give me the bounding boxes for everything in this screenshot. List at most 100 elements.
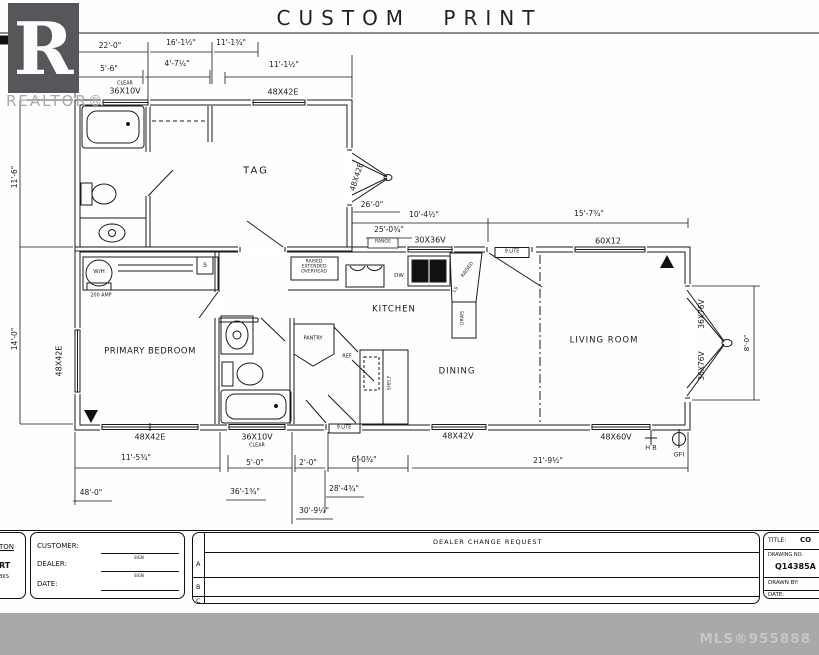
- water-heater-label: W/H: [93, 269, 105, 276]
- bathtub-bath2: [220, 389, 292, 424]
- room-living: LIVING ROOM: [569, 335, 639, 346]
- customer-sign-note: SIGN: [134, 555, 144, 560]
- dim-48-0: 48'-0": [79, 487, 103, 497]
- window-36x10v-top: 36X10V: [109, 86, 141, 96]
- window-36x10v-bottom: 36X10V: [241, 432, 273, 442]
- shelf-label: SHELF: [387, 375, 393, 391]
- realtor-logo: R: [8, 3, 79, 93]
- vanity-bath2: [220, 315, 254, 355]
- window-60x12: 60X12: [595, 236, 621, 246]
- door-36x76v-lower: 36X76V: [696, 351, 706, 381]
- dim-36-1: 36'-1¾": [230, 486, 260, 496]
- window-48x42e-top: 48X42E: [267, 87, 299, 97]
- dim-21-9: 21'-9½": [533, 455, 563, 465]
- dealer-label: DEALER:: [37, 560, 67, 568]
- electrical-panel: [86, 282, 112, 291]
- dealer-change-table: DEALER CHANGE REQUEST A B C: [192, 532, 760, 605]
- row-label-a: A: [196, 560, 201, 568]
- amp-panel-label: 200 AMP: [90, 293, 112, 299]
- gfi-symbol: [672, 429, 686, 448]
- gfi-label: GFI: [673, 450, 685, 459]
- range: [345, 264, 385, 288]
- dealer-sign-note: SIGN: [134, 573, 144, 578]
- toilet-tag: [80, 182, 117, 206]
- dim-30-9: 30'-9¼": [299, 505, 329, 515]
- overhead-cabinet-box: [290, 256, 339, 281]
- info-rule-1: [764, 549, 819, 550]
- footer-bar: MLS®955888: [0, 613, 819, 655]
- dealer-change-header: DEALER CHANGE REQUEST: [433, 538, 543, 546]
- room-kitchen: KITCHEN: [372, 304, 416, 315]
- room-primary-bedroom: PRIMARY BEDROOM: [104, 346, 196, 357]
- fridge-cabinet: [359, 349, 409, 425]
- dealer-sign-line: [101, 571, 179, 572]
- row-label-b: B: [196, 583, 201, 591]
- dim-left-14-0: 14'-0": [9, 327, 19, 351]
- signature-box: CUSTOMER: SIGN DEALER: SIGN DATE:: [30, 532, 185, 599]
- left-partial-line1: TON: [0, 543, 15, 551]
- table-rule-3: [193, 596, 760, 597]
- dim-10-4: 10'-4½": [409, 209, 439, 219]
- titleblock-left-partial: TON RT BKS: [0, 532, 26, 599]
- dim-11-5: 11'-5¾": [121, 452, 151, 462]
- switch-box: [196, 256, 214, 275]
- dim-8-0: 8'-0": [743, 334, 752, 352]
- titleblock-top-rule: [0, 530, 819, 531]
- dishwasher-label: DW: [394, 273, 404, 280]
- realtor-wordmark: REALTOR®: [6, 92, 105, 110]
- table-divider: [204, 533, 205, 604]
- edge-mark: [0, 35, 9, 45]
- dim-left-11-6: 11'-6": [9, 165, 19, 189]
- hose-bib-symbol: [645, 430, 657, 445]
- water-heater: [85, 259, 113, 287]
- page-title: CUSTOM PRINT: [276, 6, 543, 30]
- dim-28-4: 28'-4¾": [329, 483, 359, 493]
- date-label: DATE:: [37, 580, 58, 588]
- drawing-no-label: DRAWING NO.: [768, 552, 803, 558]
- dim-6-0: 6'-0¾": [351, 454, 377, 464]
- dim-2-0: 2'-0": [299, 457, 317, 467]
- window-and-door-openings: [73, 98, 733, 434]
- fridge-label: REF: [342, 353, 352, 360]
- window-30x36v: 30X36V: [414, 235, 446, 245]
- room-tag: TAG: [243, 165, 269, 177]
- door-9lite-bottom: 9 LITE: [336, 425, 352, 431]
- dim-top-4-7: 4'-7¼": [164, 58, 190, 68]
- dim-top-16-1: 16'-1½": [166, 37, 196, 47]
- drawing-no-value: Q14385A: [775, 562, 816, 571]
- dim-5-0: 5'-0": [246, 457, 264, 467]
- realtor-logo-letter: R: [13, 5, 74, 91]
- bathtub-tag: [81, 105, 145, 149]
- pantry-label: PANTRY: [303, 335, 323, 342]
- table-rule-1: [204, 552, 760, 553]
- info-title-label: TITLE:: [768, 537, 787, 544]
- pantry: [293, 323, 335, 367]
- mls-number: MLS®955888: [699, 631, 811, 647]
- range-note: RANGE: [374, 239, 392, 245]
- dim-tag-width: 22'-0": [98, 40, 122, 50]
- switch-label: S: [203, 261, 207, 269]
- kitchen-sink: [407, 255, 451, 287]
- dim-26-0: 26'-0": [360, 199, 384, 209]
- info-title-value: CO: [800, 536, 812, 544]
- dim-25-0: 25'-0¾": [374, 224, 404, 234]
- window-clear-note-top: CLEAR: [117, 81, 133, 87]
- utility-closet: [82, 256, 219, 291]
- left-partial-line2: RT: [0, 561, 11, 570]
- match-arrow-down: [84, 410, 98, 423]
- raised-bar: [449, 252, 483, 339]
- hose-bib-label: H B: [645, 443, 657, 452]
- window-48x60v-bottom: 48X60V: [600, 432, 632, 442]
- fixtures: [80, 105, 686, 448]
- cabinet-overhead-note: RAISED EXTENDED OVERHEAD: [301, 259, 327, 275]
- drawers-label: DRWS: [460, 310, 466, 326]
- window-clear-note-bottom: CLEAR: [249, 443, 265, 449]
- window-48x42e-left: 48X42E: [54, 345, 64, 377]
- date-sign-line: [101, 590, 179, 591]
- window-48x42e-bottom: 48X42E: [134, 432, 166, 442]
- row-label-c: C: [196, 597, 201, 605]
- dim-top-11-1a: 11'-1¾": [216, 37, 246, 47]
- window-48x42v-bottom: 48X42V: [442, 431, 474, 441]
